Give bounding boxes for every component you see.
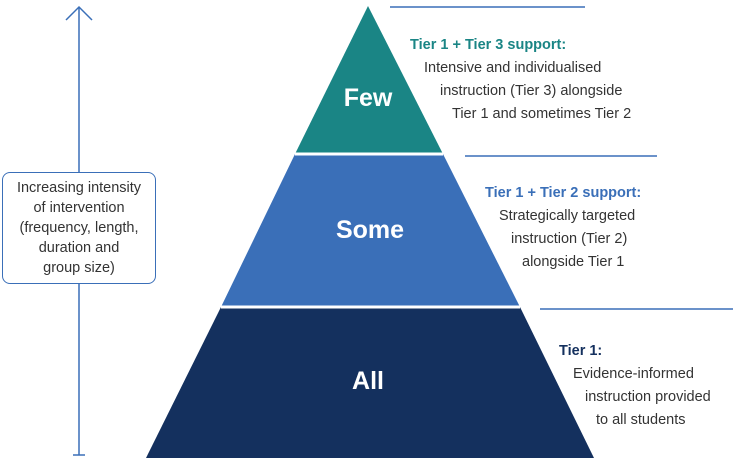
tier-all-desc-line: Evidence-informed xyxy=(573,366,694,382)
tier-some-shape xyxy=(221,154,520,307)
tier-all-heading: Tier 1: xyxy=(559,343,603,359)
tier-some-desc-line: Strategically targeted xyxy=(499,208,636,224)
tier-few-desc-line: instruction (Tier 3) alongside xyxy=(440,83,623,99)
tier-few-label: Few xyxy=(343,84,393,112)
intensity-label-line: duration and xyxy=(38,240,120,256)
tier-few-description: Tier 1 + Tier 3 support: Intensive and i… xyxy=(410,34,631,126)
tier-few-desc-line: Intensive and individualised xyxy=(424,60,602,76)
tier-all-desc-line: to all students xyxy=(596,412,686,428)
tier-few-shape xyxy=(295,6,443,154)
intensity-label-line: Increasing intensity xyxy=(16,180,142,196)
tier-some-label: Some xyxy=(335,216,405,244)
tier-some-desc-line: alongside Tier 1 xyxy=(522,254,625,270)
intensity-arrow-head-icon xyxy=(65,5,93,21)
tier-few-heading: Tier 1 + Tier 3 support: xyxy=(410,37,567,53)
tier-all-shape xyxy=(146,307,594,458)
intensity-label-box: Increasing intensity of intervention (fr… xyxy=(2,172,156,284)
tier-all-description: Tier 1: Evidence-informed instruction pr… xyxy=(559,340,711,432)
tier-all-label: All xyxy=(352,367,384,395)
intensity-label-line: of intervention xyxy=(33,200,125,216)
intensity-label: Increasing intensity of intervention (fr… xyxy=(17,178,141,278)
intensity-label-line: group size) xyxy=(43,260,115,276)
intensity-label-line: (frequency, length, xyxy=(19,220,139,236)
tier-some-description: Tier 1 + Tier 2 support: Strategically t… xyxy=(485,182,641,274)
tier-some-desc-line: instruction (Tier 2) xyxy=(511,231,628,247)
tier-some-heading: Tier 1 + Tier 2 support: xyxy=(485,185,642,201)
tier-few-desc-line: Tier 1 and sometimes Tier 2 xyxy=(452,106,632,122)
tier-all-desc-line: instruction provided xyxy=(585,389,711,405)
